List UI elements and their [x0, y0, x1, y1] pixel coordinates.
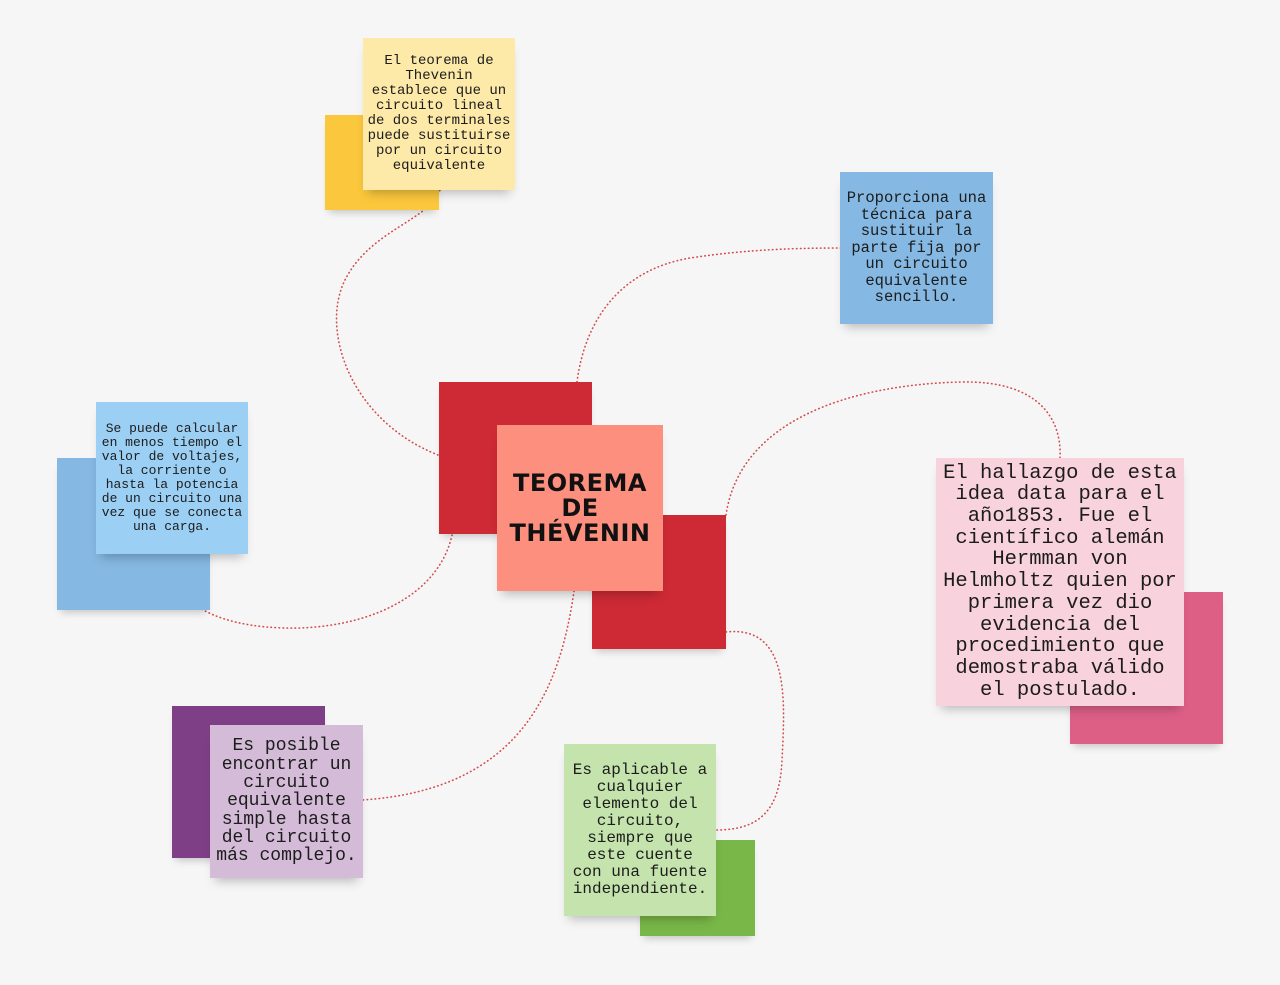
connector-equivalente [361, 590, 575, 801]
central-topic[interactable]: TEOREMA DE THÉVENIN [497, 425, 663, 591]
note-definicion-text: El teorema de Thevenin establece que un … [367, 53, 511, 174]
note-tecnica[interactable]: Proporciona una técnica para sustituir l… [840, 172, 993, 324]
note-calcular-text: Se puede calcular en menos tiempo el val… [101, 421, 243, 534]
note-tecnica-text: Proporciona una técnica para sustituir l… [846, 188, 987, 307]
note-aplicable[interactable]: Es aplicable a cualquier elemento del ci… [564, 744, 716, 916]
connector-historia [725, 381, 1061, 516]
note-equivalente[interactable]: Es posible encontrar un circuito equival… [210, 725, 363, 878]
note-historia-text: El hallazgo de esta idea data para el añ… [943, 461, 1177, 702]
connector-tecnica [576, 247, 843, 383]
note-definicion[interactable]: El teorema de Thevenin establece que un … [363, 38, 515, 190]
note-calcular[interactable]: Se puede calcular en menos tiempo el val… [96, 402, 248, 554]
note-equivalente-text: Es posible encontrar un circuito equival… [216, 736, 357, 867]
connector-definicion [335, 189, 441, 456]
note-aplicable-text: Es aplicable a cualquier elemento del ci… [572, 761, 708, 898]
note-historia[interactable]: El hallazgo de esta idea data para el añ… [936, 458, 1184, 706]
connector-aplicable [715, 630, 785, 831]
central-topic-label: TEOREMA DE THÉVENIN [509, 468, 651, 547]
